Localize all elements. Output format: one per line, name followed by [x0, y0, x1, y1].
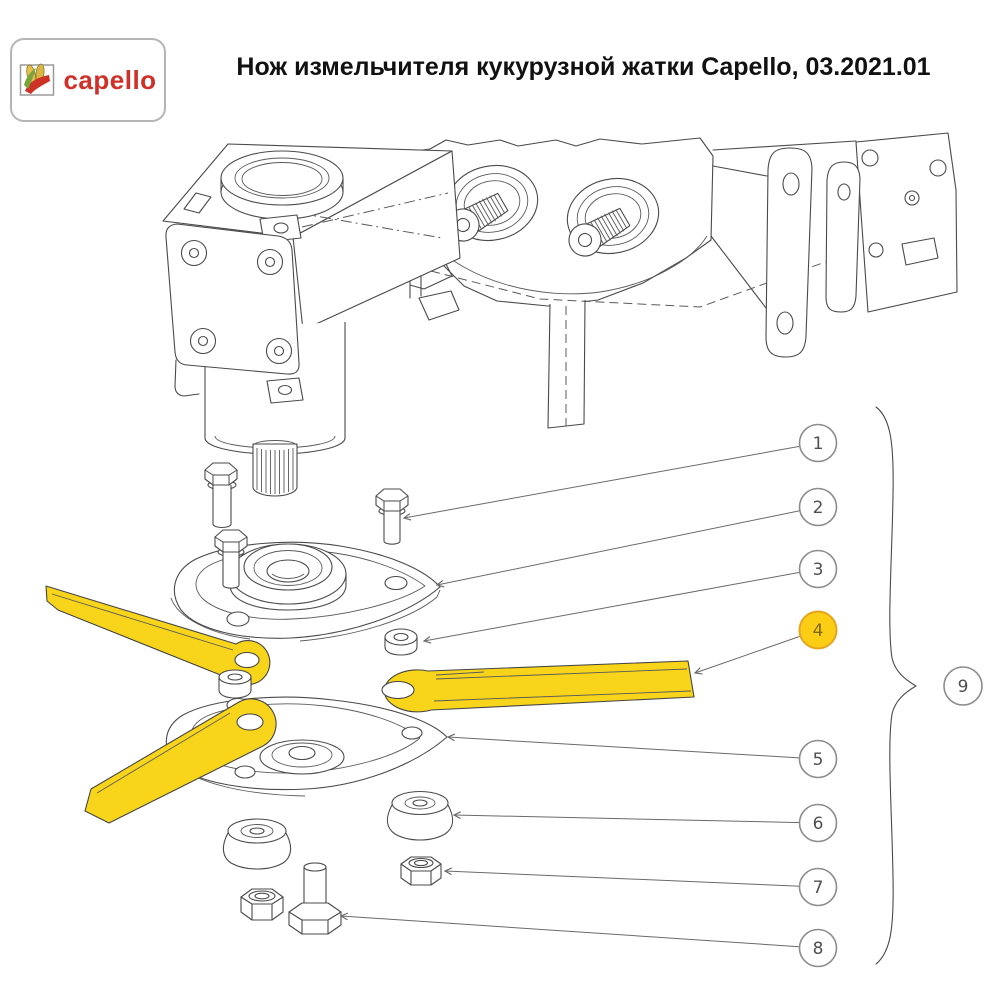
group-brace	[875, 406, 917, 965]
lock-nut-left	[240, 888, 284, 921]
callout-3: 3	[798, 549, 838, 589]
svg-text:2: 2	[813, 498, 824, 518]
spacer-washer	[384, 628, 418, 656]
hex-bolt-bottom	[288, 862, 342, 935]
upper-flange-plate	[170, 529, 441, 642]
page-title: Нож измельчителя кукурузной жатки Capell…	[236, 53, 931, 81]
spline-shaft-teeth	[256, 448, 294, 494]
capello-logo: capello	[10, 38, 166, 122]
svg-text:3: 3	[813, 560, 824, 580]
mounting-end-plate	[765, 132, 958, 358]
callout-9: 9	[943, 666, 983, 706]
hex-bolt-on-flange	[214, 529, 248, 589]
callout-8: 8	[798, 928, 838, 968]
svg-text:8: 8	[813, 939, 824, 959]
svg-text:9: 9	[958, 677, 969, 697]
corn-logo-icon	[20, 63, 55, 96]
hex-bolt-left	[204, 462, 238, 529]
logo-brand-text: capello	[63, 64, 157, 95]
gearbox-front-face	[165, 192, 304, 404]
knife-spacer	[218, 669, 252, 699]
dome-washer-left	[222, 818, 292, 870]
lock-nut-right	[400, 856, 442, 886]
hex-bolt-right	[375, 488, 409, 545]
svg-text:5: 5	[813, 750, 824, 770]
gearbox-left-unit	[162, 143, 461, 331]
knife-right-highlighted	[381, 660, 695, 713]
svg-text:1: 1	[813, 434, 824, 454]
callout-5: 5	[798, 739, 838, 779]
callout-1: 1	[798, 423, 838, 463]
callout-6: 6	[798, 803, 838, 843]
svg-text:4: 4	[813, 621, 824, 641]
dome-washer-right	[386, 790, 454, 841]
knife-lower-left	[84, 698, 277, 824]
svg-text:7: 7	[813, 878, 824, 898]
callout-4: 4	[798, 610, 838, 650]
socket-screws	[180, 239, 293, 365]
chopper-knives	[45, 585, 695, 824]
callout-2: 2	[798, 487, 838, 527]
svg-text:6: 6	[813, 814, 824, 834]
callouts: 1 2 3 4 5 6 7 8 9	[798, 423, 983, 968]
callout-7: 7	[798, 867, 838, 907]
callout-leader-lines	[339, 442, 819, 949]
